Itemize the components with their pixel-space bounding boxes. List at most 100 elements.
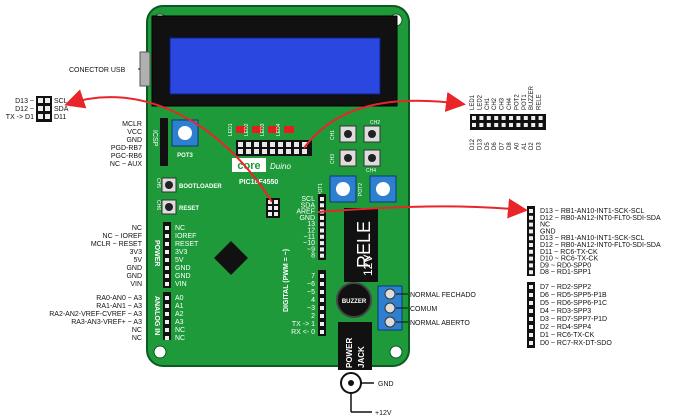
i2c-d11: D11 [54, 114, 66, 121]
right-pin-desc: D13 ~ RB1-AN10-INT1-SCK-SCL [540, 208, 645, 215]
right-pin-desc: D5 ~ RD6-SPP6-P1C [540, 300, 607, 307]
top-header-dot [531, 116, 536, 120]
icsp-pin-desc: VCC [127, 129, 142, 136]
top-header-dot [509, 123, 513, 127]
top-header-pin: D5 [485, 142, 491, 150]
digital-pin-label: 4 [311, 297, 315, 304]
relay [344, 208, 378, 282]
top-header-dot [523, 123, 528, 127]
power-label: POWER [153, 240, 160, 266]
top-header-dot [501, 116, 506, 120]
right-pin-dot [529, 263, 533, 268]
analog-pin-label: A1 [175, 303, 184, 310]
right-pin-desc: D10 ~ RC6-TX-CK [540, 256, 598, 263]
ch1-label: CH1 [330, 130, 336, 140]
digital-pin-dot [320, 197, 324, 201]
reset-label: RESET [179, 206, 199, 212]
top-header-dot [472, 116, 476, 120]
right-pin-dot [529, 215, 533, 220]
top-header-pin: D2 [529, 142, 535, 150]
top-header-dot [501, 123, 506, 127]
analog-pin-desc: NC [132, 327, 142, 334]
power-pin-desc: GND [126, 273, 142, 280]
ch3-label: CH3 [330, 154, 336, 164]
icsp-pin-desc: PGC-RB6 [111, 153, 142, 160]
power-pin-dot [165, 266, 169, 270]
power-pin-label: GND [175, 265, 191, 272]
top-header-desc: LED1 [470, 94, 476, 110]
top-header-dot [479, 123, 484, 127]
right-pin-desc: D13 ~ RB1-AN10-INT1-SCK-SCL [540, 235, 645, 242]
lcd-screen [169, 37, 381, 95]
analog-pin-label: NC [175, 335, 185, 342]
pot3-label: POT3 [177, 153, 193, 159]
digital-pin-dot [320, 322, 324, 326]
i2c-sda: SDA [54, 106, 69, 113]
led2-label: LED2 [244, 123, 250, 136]
top-header-pin: D13 [477, 138, 483, 150]
top-header-dot [472, 123, 476, 127]
ch-buttons: CH1 CH2 CH3 CH4 [330, 120, 381, 174]
power-pin-desc: NC ~ IOREF [103, 233, 142, 240]
right-pin-dot [529, 333, 533, 337]
top-header-desc: BUZZER [529, 85, 535, 110]
digital-pin-dot [320, 241, 324, 246]
digital-pin-dot [320, 203, 324, 208]
top-header-dot [509, 116, 513, 120]
right-pin-desc: NC [540, 222, 550, 229]
v12-label: +12V [375, 410, 392, 417]
power-pin-dot [165, 250, 169, 254]
power-pin-desc: VIN [130, 281, 142, 288]
right-pin-desc: D3 ~ RD7-SPP7-P1D [540, 316, 607, 323]
power-jack-label-1: POWER [345, 338, 354, 368]
right-pin-desc: D9 ~ RD0-SPP0 [540, 262, 591, 269]
digital-pin-label: ~5 [307, 289, 315, 296]
power-pin-label: NC [175, 225, 185, 232]
digital-pin-dot [320, 253, 324, 258]
gnd-label: GND [378, 381, 394, 388]
power-pin-dot [165, 242, 169, 246]
power-pin-dot [165, 234, 169, 238]
top-header-dot [531, 123, 536, 127]
led3-label: LED3 [260, 123, 266, 136]
top-header-pin: D7 [500, 142, 506, 150]
icsp-header [160, 118, 168, 166]
right-pin-dot [529, 285, 533, 289]
top-header-desc: CH4 [507, 97, 513, 110]
right-pin-desc: GND [540, 228, 556, 235]
icsp-pin-desc: MCLR [122, 121, 142, 128]
top-header-pin: D12 [470, 138, 476, 150]
led4-label: LED4 [276, 123, 282, 136]
arrow-leds [303, 92, 466, 149]
right-pin-desc: D6 ~ RD5-SPP5-P1B [540, 292, 607, 299]
power-pin-desc: 3V3 [130, 249, 143, 256]
top-header-pin: A0 [514, 142, 520, 150]
icsp-pin-desc: GND [126, 137, 142, 144]
digital-pin-dot [320, 282, 324, 286]
right-pin-dot [529, 301, 533, 305]
right-pin-dot [529, 317, 533, 321]
right-pin-desc: D12 ~ RB0-AN12-INT0-FLT0-SDI-SDA [540, 242, 661, 249]
microcontroller-chip [214, 241, 248, 275]
analog-pin-label: A2 [175, 311, 184, 318]
digital-header-bottom [318, 270, 326, 336]
digital-pin-label: 12 [307, 228, 315, 235]
top-header-pin: D6 [492, 142, 498, 150]
right-pin-dot [529, 236, 533, 241]
top-header-dot [479, 116, 484, 120]
right-pin-desc: D1 ~ RC6-TX-CK [540, 332, 595, 339]
normal-aberto-label: NORMAL ABERTO [410, 320, 470, 327]
board: POT3 LED1 LED2 LED3 LED4 CH1 [139, 5, 410, 370]
top-header-dot [486, 123, 491, 127]
top-header-desc: POT2 [514, 94, 520, 110]
right-pin-desc: D4 ~ RD3-SPP3 [540, 308, 591, 315]
digital-pin-dot [320, 228, 324, 233]
digital-pin-dot [320, 222, 324, 227]
digital-pin-label: 7 [311, 273, 315, 280]
top-header-dot [538, 116, 543, 120]
icsp-pin-desc: NC ~ AUX [110, 161, 142, 168]
right-pin-dot [529, 222, 533, 227]
